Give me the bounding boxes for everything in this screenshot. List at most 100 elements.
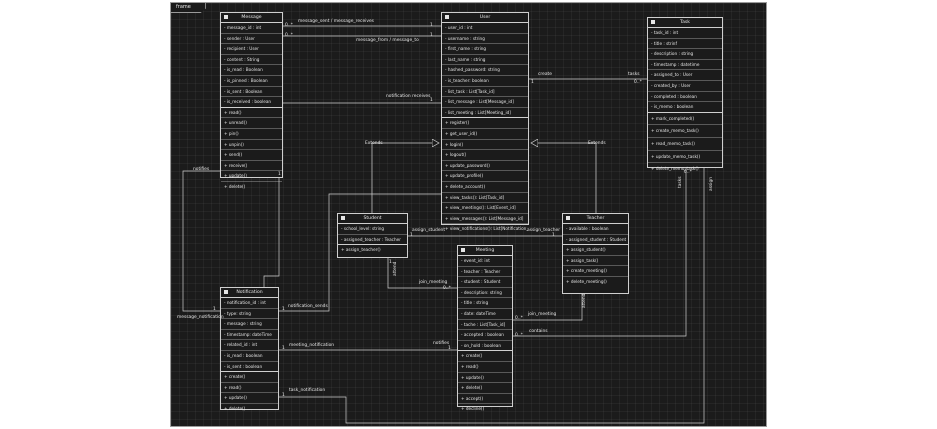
class-message[interactable]: Message - message_id : int - sender : Us…: [220, 12, 283, 189]
method: + update(): [221, 171, 282, 182]
attribute: - is_read : boolean: [221, 351, 278, 362]
method: + read(): [221, 108, 282, 119]
attribute: - list_task : List[Task_id]: [442, 87, 528, 98]
attribute: - message : string: [221, 319, 278, 330]
attribute: - tache : List[Task_id]: [458, 320, 512, 331]
attribute: - task_id : int: [648, 28, 722, 39]
class-teacher-attributes: - available : boolean - assigned_student…: [563, 224, 628, 246]
class-user[interactable]: User - user_id : int - username : string…: [441, 12, 529, 231]
class-message-header: Message: [221, 13, 282, 23]
label-message-notification: message_notification: [177, 315, 224, 320]
method: + get_user_id(): [442, 129, 528, 140]
attribute: - is_sent : boolean: [224, 363, 263, 369]
label-extends-left: Extends: [365, 141, 383, 146]
label-meeting-notification: meeting_notification: [289, 343, 335, 348]
attribute: - related_id : int: [221, 340, 278, 351]
mult-meeting-contains: 0..*: [515, 333, 523, 338]
method: + create(): [221, 372, 278, 383]
method: + send(): [221, 150, 282, 161]
label-notifies-meeting: notifies: [433, 341, 450, 346]
attribute: - description: string: [458, 288, 512, 299]
class-icon: [445, 15, 449, 19]
class-icon: [341, 216, 345, 220]
label-assign-student: assign_student: [412, 228, 446, 233]
attribute: - teacher : Teacher: [458, 267, 512, 278]
mult-teacher-assign: 1: [552, 233, 555, 238]
class-notification-name: Notification: [236, 290, 263, 295]
label-assign-teacher: assign_teacher: [527, 228, 561, 233]
class-user-attributes: - user_id : int - username : string - fi…: [442, 23, 528, 119]
class-task[interactable]: Task - task_id : int - title : strinf - …: [647, 17, 723, 171]
method: + delete_memo_task(): [651, 166, 699, 172]
class-message-methods: + read() + unread() + pin() + unpin() + …: [221, 108, 282, 192]
mult-user-message: 1: [278, 172, 281, 177]
attribute: - first_name : string: [442, 44, 528, 55]
class-meeting[interactable]: Meeting - event_id: int - teacher : Teac…: [457, 245, 513, 411]
method: + update(): [458, 373, 512, 384]
attribute: - notification_id : int: [221, 298, 278, 309]
class-teacher-methods: + assign_student() + assign_task() + cre…: [563, 245, 628, 286]
label-tasks-vertical: tasks: [678, 176, 683, 188]
class-notification-header: Notification: [221, 288, 278, 298]
label-extends-right: Extends: [588, 141, 606, 146]
method: + assign_teacher(): [341, 247, 381, 253]
label-notification-sends: notification_sends: [288, 304, 328, 309]
mult-meeting-notification: 1: [448, 346, 451, 351]
mult-notification-sends: 1: [282, 307, 285, 312]
attribute: - timestamp : datetime: [648, 60, 722, 71]
attribute: - message_id : int: [221, 23, 282, 34]
method: + update_memo_task(): [648, 151, 722, 164]
attribute: - is_pinned : Boolean: [221, 76, 282, 87]
attribute: - student : Student: [458, 277, 512, 288]
line-teacher-meeting: [513, 294, 583, 321]
mult-meeting-join-teacher: 0..*: [515, 316, 523, 321]
method: + view_messages(): List[Message_id]: [442, 214, 528, 225]
class-student[interactable]: Student - school_level: string - assigne…: [337, 213, 408, 258]
class-task-methods: + mark_completed() + create_memo_task() …: [648, 113, 722, 175]
method: + create_memo_task(): [648, 125, 722, 138]
method: + read(): [458, 362, 512, 373]
label-message-from-to: message_from / message_to: [356, 38, 419, 43]
class-icon: [224, 15, 228, 19]
method: + register(): [442, 118, 528, 129]
method: + read(): [221, 383, 278, 394]
method: + update_profile(): [442, 171, 528, 182]
class-student-attributes: - school_level: string - assigned_teache…: [338, 224, 407, 246]
line-task-notification: [279, 168, 705, 424]
class-student-name: Student: [363, 216, 382, 221]
class-notification[interactable]: Notification - notification_id : int - t…: [220, 287, 279, 413]
class-teacher-header: Teacher: [563, 214, 628, 224]
class-notification-methods: + create() + read() + update() + delete(…: [221, 372, 278, 413]
attribute: - available : boolean: [563, 224, 628, 235]
label-notifies-message: notifies: [193, 167, 210, 172]
attribute: - accepted : boolean: [458, 330, 512, 341]
method: + delete_meeting(): [566, 278, 607, 284]
mult-user-create: 1: [531, 80, 534, 85]
attribute: - username : string: [442, 34, 528, 45]
mult-notification-message: 1: [213, 307, 216, 312]
attribute: - list_meeting : List[Meeting_id]: [445, 109, 511, 115]
label-message-sent-receives: message_sent / message_receives: [298, 19, 374, 24]
line-meeting-task: [513, 168, 687, 337]
class-icon: [566, 216, 570, 220]
mult-student-assign: 1: [410, 233, 413, 238]
attribute: - is_read : Boolean: [221, 65, 282, 76]
class-teacher[interactable]: Teacher - available : boolean - assigned…: [562, 213, 629, 294]
attribute: - sender : User: [221, 34, 282, 45]
method: + update(): [221, 393, 278, 404]
method: + delete(): [224, 405, 246, 411]
class-task-attributes: - task_id : int - title : strinf - descr…: [648, 28, 722, 113]
mult-notification-meeting: 1: [282, 346, 285, 351]
line-notification-user: [263, 102, 441, 287]
method: + logout(): [442, 150, 528, 161]
class-meeting-header: Meeting: [458, 246, 512, 256]
attribute: - timestamp: dateTime: [221, 330, 278, 341]
label-tasks: tasks: [628, 72, 640, 77]
attribute: - created_by : User: [648, 81, 722, 92]
class-user-name: User: [479, 15, 491, 20]
method: + decline(): [461, 406, 485, 412]
attribute: - last_name : string: [442, 55, 528, 66]
attribute: - is_received : boolean: [224, 99, 272, 105]
attribute: - title : strinf: [648, 39, 722, 50]
